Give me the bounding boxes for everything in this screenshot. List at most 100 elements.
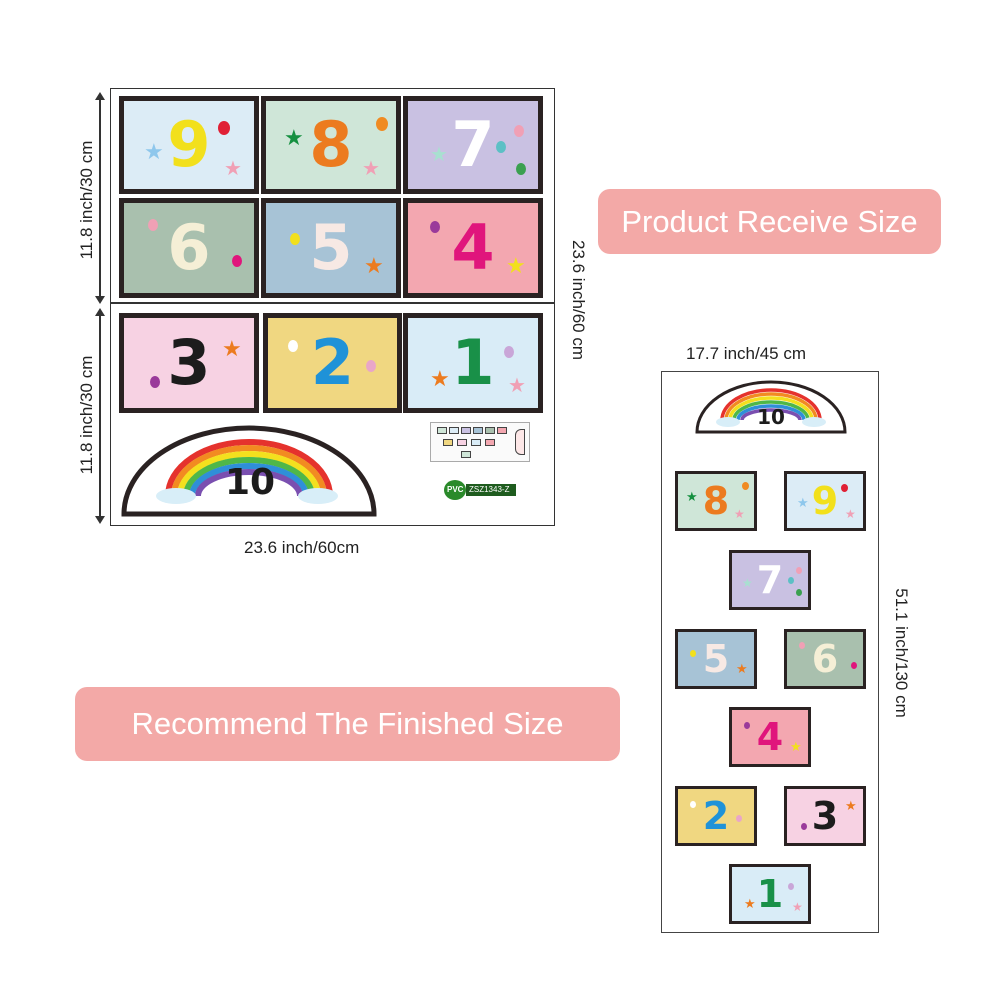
star-icon: ★ bbox=[506, 253, 526, 278]
dot-icon bbox=[788, 577, 794, 584]
dot-icon bbox=[290, 233, 300, 245]
tile-number: 2 bbox=[702, 794, 730, 838]
strip-tile-7: 7 ★ bbox=[729, 550, 811, 610]
mini-tile bbox=[461, 427, 471, 434]
strip-tile-4: 4 ★ bbox=[729, 707, 811, 767]
tile-number: 1 bbox=[756, 872, 784, 916]
star-icon: ★ bbox=[686, 489, 698, 504]
product-receive-pill: Product Receive Size bbox=[598, 189, 941, 254]
strip-tile-9: 9 ★ ★ bbox=[784, 471, 866, 531]
star-icon: ★ bbox=[364, 253, 384, 278]
dot-icon bbox=[801, 823, 807, 830]
tile-number: 6 bbox=[811, 637, 839, 681]
sheet-tile-1: 1 ★ ★ bbox=[403, 313, 543, 413]
star-icon: ★ bbox=[797, 495, 809, 510]
dot-icon bbox=[514, 125, 524, 137]
star-icon: ★ bbox=[508, 375, 526, 397]
star-icon: ★ bbox=[790, 739, 802, 754]
tile-number: 9 bbox=[167, 108, 211, 181]
mini-tile bbox=[497, 427, 507, 434]
mini-tile bbox=[461, 451, 471, 458]
tile-number: 5 bbox=[309, 211, 353, 284]
star-icon: ★ bbox=[736, 661, 748, 676]
dot-icon bbox=[218, 121, 230, 135]
dot-icon bbox=[744, 722, 750, 729]
strip-height-label: 51.1 inch/130 cm bbox=[892, 588, 911, 718]
pvc-code-box bbox=[466, 484, 516, 496]
sheet-tile-3: 3 ★ bbox=[119, 313, 259, 413]
sheet-height-bottom-label: 11.8 inch/30 cm bbox=[77, 355, 96, 475]
dot-icon bbox=[690, 650, 696, 657]
dot-icon bbox=[799, 642, 805, 649]
dot-icon bbox=[430, 221, 440, 233]
arrow-up-icon bbox=[95, 92, 105, 100]
sheet-width-label: 23.6 inch/60cm bbox=[244, 538, 360, 557]
sheet-height-top-label: 11.8 inch/30 cm bbox=[77, 140, 96, 260]
pvc-code: ZSZ1343-Z bbox=[469, 485, 510, 494]
arrow-up-icon bbox=[95, 308, 105, 316]
product-receive-text: Product Receive Size bbox=[621, 204, 918, 239]
star-icon: ★ bbox=[792, 900, 803, 914]
star-icon: ★ bbox=[845, 507, 856, 521]
dot-icon bbox=[841, 484, 848, 492]
star-icon: ★ bbox=[734, 507, 745, 521]
strip-tile-8: 8 ★ ★ bbox=[675, 471, 757, 531]
sheet-tile-4: 4 ★ bbox=[403, 198, 543, 298]
dot-icon bbox=[376, 117, 388, 131]
dot-icon bbox=[788, 883, 794, 890]
tile-number: 6 bbox=[167, 211, 211, 284]
star-icon: ★ bbox=[144, 139, 164, 164]
dot-icon bbox=[851, 662, 857, 669]
mini-tile bbox=[485, 427, 495, 434]
tile-number: 1 bbox=[451, 326, 495, 399]
dot-icon bbox=[496, 141, 506, 153]
tile-number: 3 bbox=[811, 794, 839, 838]
strip-tile-2: 2 bbox=[675, 786, 757, 846]
star-icon: ★ bbox=[742, 576, 753, 590]
dot-icon bbox=[742, 482, 749, 490]
dot-icon bbox=[516, 163, 526, 175]
sheet-tile-6: 6 bbox=[119, 198, 259, 298]
sheet-side-label: 23.6 inch/60 cm bbox=[569, 239, 588, 360]
tile-number: 5 bbox=[702, 637, 730, 681]
sheet-divider bbox=[110, 302, 555, 304]
strip-width-label: 17.7 inch/45 cm bbox=[686, 344, 807, 363]
dot-icon bbox=[232, 255, 242, 267]
dot-icon bbox=[148, 219, 158, 231]
mini-tile bbox=[471, 439, 481, 446]
recommend-finished-text: Recommend The Finished Size bbox=[131, 706, 564, 741]
tile-number: 7 bbox=[756, 558, 784, 602]
star-icon: ★ bbox=[224, 158, 242, 180]
dot-icon bbox=[366, 360, 376, 372]
mini-preview bbox=[430, 422, 530, 462]
star-icon: ★ bbox=[222, 336, 242, 361]
recommend-finished-pill: Recommend The Finished Size bbox=[75, 687, 620, 761]
tile-number: 4 bbox=[756, 715, 784, 759]
mini-tile bbox=[473, 427, 483, 434]
strip-tile-5: 5 ★ bbox=[675, 629, 757, 689]
mini-tile bbox=[485, 439, 495, 446]
strip-tile-1: 1 ★ ★ bbox=[729, 864, 811, 924]
dot-icon bbox=[150, 376, 160, 388]
dimension-arrow bbox=[99, 313, 101, 519]
star-icon: ★ bbox=[362, 158, 380, 180]
tile-number: 4 bbox=[451, 211, 495, 284]
tile-number: 9 bbox=[811, 479, 839, 523]
dot-icon bbox=[796, 567, 802, 574]
star-icon: ★ bbox=[284, 125, 304, 150]
tile-number: 8 bbox=[702, 479, 730, 523]
strip-rainbow-tile bbox=[695, 380, 847, 434]
sheet-tile-2: 2 bbox=[263, 313, 402, 413]
sheet-tile-8: 8 ★ ★ bbox=[261, 96, 401, 194]
sheet-tile-7: 7 ★ bbox=[403, 96, 543, 194]
rainbow-number: 10 bbox=[224, 462, 276, 503]
dot-icon bbox=[504, 346, 514, 358]
pvc-badge: PVC ZSZ1343-Z bbox=[444, 480, 516, 500]
mini-tile bbox=[457, 439, 467, 446]
star-icon: ★ bbox=[744, 896, 756, 911]
dot-icon bbox=[736, 815, 742, 822]
pvc-leaf-icon bbox=[444, 480, 466, 500]
dimension-arrow bbox=[99, 97, 101, 299]
tile-number: 7 bbox=[451, 108, 495, 181]
sheet-tile-5: 5 ★ bbox=[261, 198, 401, 298]
